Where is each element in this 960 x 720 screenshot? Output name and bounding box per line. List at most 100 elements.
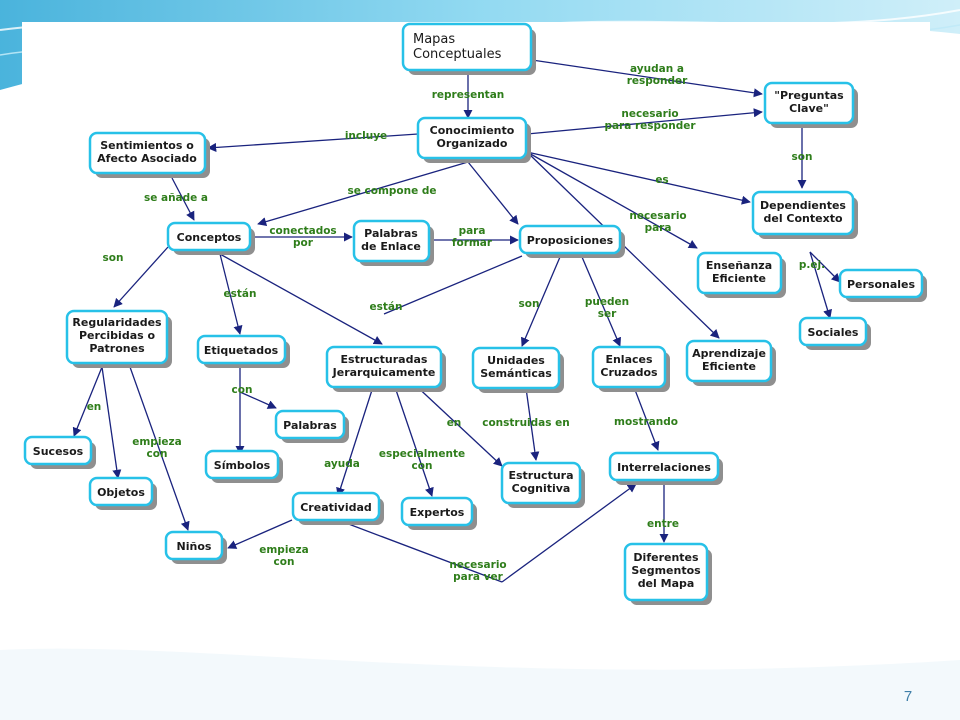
edges (72, 59, 841, 583)
svg-text:entre: entre (647, 518, 679, 530)
svg-text:Proposiciones: Proposiciones (527, 234, 614, 247)
svg-text:ayuda: ayuda (324, 458, 360, 470)
svg-text:se compone de: se compone de (347, 185, 436, 197)
node-interrelaciones: Interrelaciones (608, 451, 723, 485)
label-se-compone-de: se compone de (347, 185, 436, 197)
svg-text:incluye: incluye (345, 130, 387, 142)
svg-text:Palabras: Palabras (283, 419, 337, 432)
svg-text:construidas en: construidas en (482, 417, 570, 429)
node-personales: Personales (838, 268, 927, 302)
svg-text:mostrando: mostrando (614, 416, 678, 428)
node-proposiciones: Proposiciones (518, 224, 625, 258)
node-sucesos: Sucesos (23, 435, 96, 469)
svg-text:en: en (447, 417, 462, 429)
node-ninos: Niños (164, 530, 227, 564)
svg-text:Expertos: Expertos (410, 506, 465, 519)
svg-text:son: son (103, 252, 124, 264)
svg-text:Sucesos: Sucesos (33, 445, 84, 458)
label-entre: entre (647, 518, 679, 530)
label-pej: p.ej. (799, 259, 825, 271)
label-son: son (792, 151, 813, 163)
label-estan-etiquetados: están (224, 288, 257, 300)
label-es: es (655, 174, 668, 186)
svg-text:representan: representan (432, 89, 505, 101)
svg-text:es: es (655, 174, 668, 186)
svg-text:Sociales: Sociales (808, 326, 859, 339)
node-palabras: Palabras (274, 409, 349, 443)
svg-text:Objetos: Objetos (97, 486, 145, 499)
node-expertos: Expertos (400, 496, 477, 530)
label-en-estructuradas: en (447, 417, 462, 429)
node-conceptos: Conceptos (166, 221, 255, 255)
label-construidas-en: construidas en (482, 417, 570, 429)
svg-text:están: están (224, 288, 257, 300)
svg-text:están: están (370, 301, 403, 313)
svg-text:con: con (232, 384, 253, 396)
label-incluye: incluye (345, 130, 387, 142)
svg-text:Etiquetados: Etiquetados (204, 344, 279, 357)
label-en-regularidades: en (87, 401, 102, 413)
svg-text:en: en (87, 401, 102, 413)
svg-text:son: son (519, 298, 540, 310)
label-se-anade-a: se añade a (144, 192, 208, 204)
svg-text:Símbolos: Símbolos (214, 459, 271, 472)
svg-text:se añade a: se añade a (144, 192, 208, 204)
label-son-regularidades: son (103, 252, 124, 264)
label-ayuda: ayuda (324, 458, 360, 470)
slide-number: 7 (903, 688, 913, 705)
label-estan-estructuradas: están (370, 301, 403, 313)
svg-text:Conceptos: Conceptos (177, 231, 242, 244)
svg-text:p.ej.: p.ej. (799, 259, 825, 271)
node-sociales: Sociales (798, 316, 871, 350)
node-simbolos: Símbolos (204, 449, 283, 483)
node-etiquetados: Etiquetados (196, 334, 290, 368)
node-creatividad: Creatividad (291, 491, 384, 525)
svg-text:Niños: Niños (177, 540, 212, 553)
label-con: con (232, 384, 253, 396)
